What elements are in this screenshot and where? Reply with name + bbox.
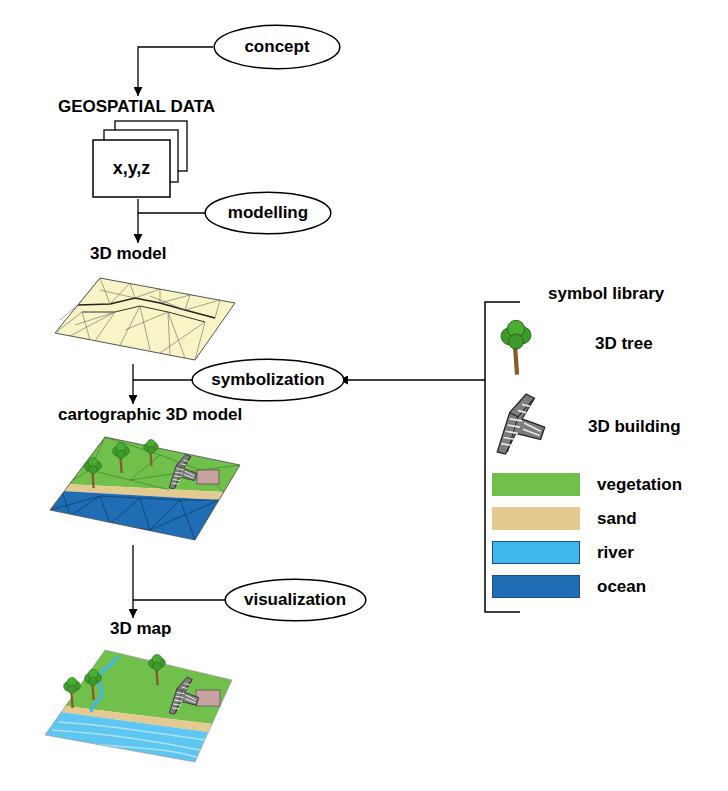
flow-arrow (132, 364, 133, 404)
legend-swatch (492, 473, 580, 496)
symbol-label: 3D tree (595, 334, 653, 354)
flow-arrow (138, 47, 213, 96)
legend-label: ocean (597, 577, 646, 597)
data-stack: GEOSPATIAL DATA x,y,z (58, 97, 216, 199)
map-surface (45, 712, 208, 762)
map-stage: 3D map (40, 619, 240, 771)
model-outline (50, 437, 240, 540)
ellipse-outline (205, 192, 331, 234)
process-ellipse: visualization (224, 578, 367, 622)
map-stage: cartographic 3D model (45, 405, 295, 545)
building-symbol (169, 454, 197, 489)
page-stack (93, 140, 170, 197)
legend-swatch (492, 541, 580, 564)
tree-symbol (149, 654, 166, 685)
house-symbol (197, 470, 219, 484)
symbol-label: 3D building (588, 417, 681, 437)
tin-model (78, 298, 215, 318)
building-symbol (497, 394, 545, 454)
legend-swatch (492, 575, 580, 598)
legend-swatch (492, 507, 580, 530)
tin-model (55, 278, 235, 360)
tin-model (55, 305, 205, 360)
side-line (133, 599, 232, 600)
stage-heading: GEOSPATIAL DATA (58, 97, 215, 117)
cartographic-model (66, 437, 240, 492)
legend-row: ocean (492, 575, 646, 598)
process-label: symbolization (211, 370, 324, 390)
map-outline (45, 650, 232, 762)
side-line (138, 212, 206, 213)
process-ellipse: modelling (204, 191, 332, 235)
process-label: concept (244, 37, 309, 57)
tin-model (55, 278, 235, 360)
ellipse-outline (225, 579, 366, 621)
map-stage: 3D model (50, 244, 240, 364)
building-symbol (169, 677, 198, 714)
legend-row: river (492, 541, 634, 564)
legend-label: vegetation (597, 475, 682, 495)
library-heading: symbol library (548, 284, 664, 304)
side-line (133, 379, 201, 380)
tin-model (75, 290, 185, 330)
legend-row: sand (492, 507, 637, 530)
legend-row: vegetation (492, 473, 682, 496)
ellipse-outline (214, 25, 340, 69)
process-ellipse: symbolization (191, 358, 345, 402)
map-surface (45, 650, 232, 762)
process-label: modelling (228, 203, 308, 223)
tree-symbol (113, 442, 130, 473)
stage-heading: cartographic 3D model (58, 405, 242, 425)
library-bracket (339, 302, 520, 612)
process-ellipse: concept (213, 24, 341, 70)
tree-symbol (501, 320, 531, 374)
library-bracket (339, 379, 485, 381)
stage-heading: 3D model (90, 244, 167, 264)
flow-arrow (132, 545, 133, 618)
tree-symbol (144, 439, 159, 466)
coordinate-label: x,y,z (93, 140, 170, 197)
page-stack (93, 121, 187, 197)
legend-label: river (597, 543, 634, 563)
tree-symbol (64, 677, 81, 708)
stage-heading: 3D map (110, 619, 171, 639)
tree-symbol (85, 457, 102, 488)
cartographic-model (66, 437, 240, 492)
tin-model (55, 278, 220, 360)
flow-arrow (137, 199, 138, 243)
legend-label: sand (597, 509, 637, 529)
cartographic-model (66, 437, 240, 492)
ellipse-outline (192, 359, 344, 401)
tree-symbol (85, 669, 102, 700)
process-label: visualization (244, 590, 346, 610)
house-symbol (196, 690, 220, 706)
cartographic-model (50, 437, 240, 540)
tin-model (78, 278, 220, 318)
